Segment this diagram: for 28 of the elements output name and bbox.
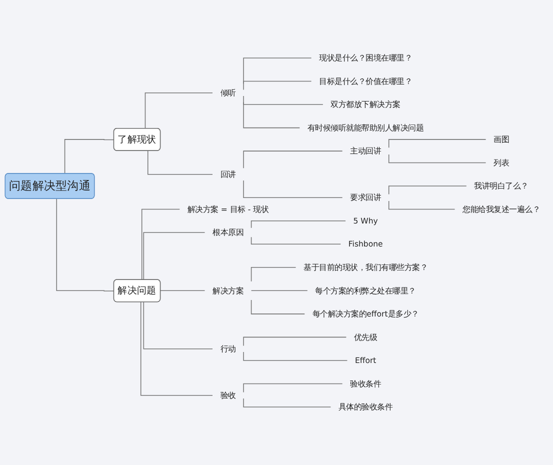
connector xyxy=(250,290,308,292)
connector xyxy=(144,92,213,129)
connector xyxy=(141,208,180,280)
connector xyxy=(147,150,213,175)
connector xyxy=(243,398,332,408)
connector xyxy=(243,336,347,346)
connector xyxy=(56,198,114,292)
connector xyxy=(143,302,213,350)
connector xyxy=(160,290,206,292)
connector xyxy=(250,220,346,228)
connector xyxy=(243,58,312,84)
connector xyxy=(243,383,343,393)
connector xyxy=(140,302,213,396)
connector xyxy=(243,80,312,90)
connector xyxy=(243,180,343,198)
connector xyxy=(243,150,343,168)
connector xyxy=(243,96,324,105)
connector xyxy=(143,232,206,280)
connector xyxy=(250,236,342,245)
connector xyxy=(388,186,467,195)
connector xyxy=(64,139,114,174)
connector xyxy=(243,102,300,128)
connector xyxy=(388,139,486,148)
connector xyxy=(250,267,296,282)
connector xyxy=(388,200,456,210)
connector xyxy=(243,352,348,361)
connector xyxy=(250,300,305,314)
connector xyxy=(388,154,486,164)
